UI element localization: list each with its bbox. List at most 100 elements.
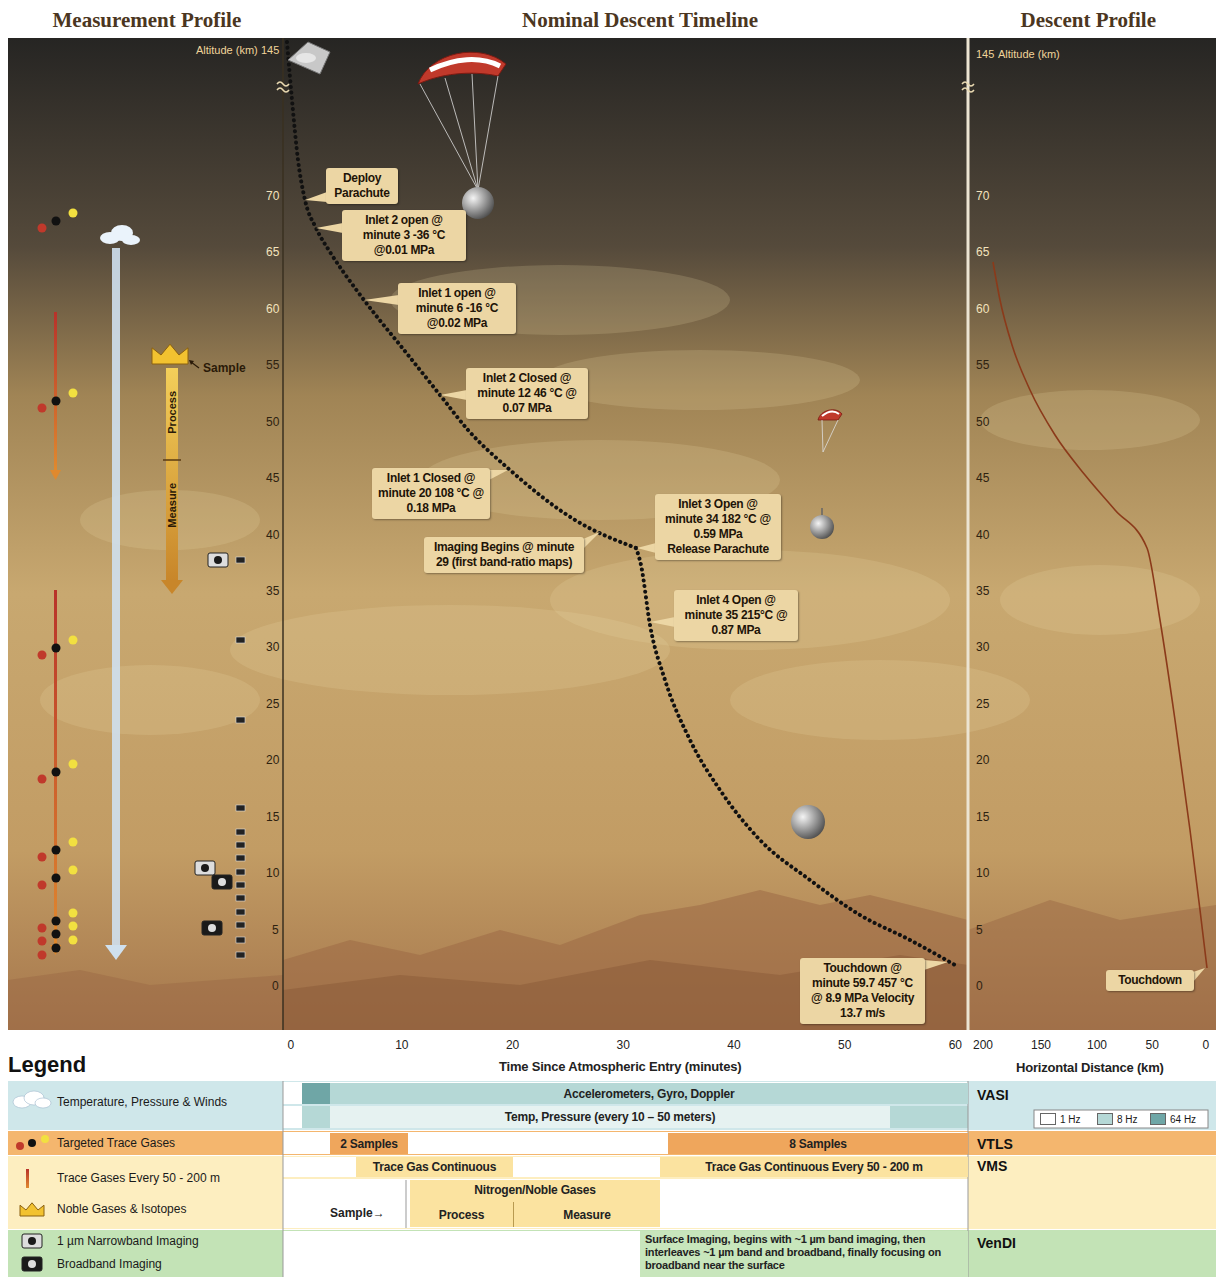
trace-gas-dot: [52, 846, 61, 855]
broadband-camera-icon: [22, 1257, 42, 1271]
axis-label: 0: [288, 1039, 295, 1053]
legend-entry: 1 µm Narrowband Imaging: [57, 1234, 199, 1248]
timeline-bar: 2 Samples: [330, 1133, 408, 1154]
cloud-band: [40, 665, 260, 735]
axis-label: 40: [727, 1039, 740, 1053]
axis-label: 50: [838, 1039, 851, 1053]
timeline-row: [283, 1082, 968, 1104]
parachute-line: [472, 74, 478, 190]
trace-gas-dot: [38, 224, 47, 233]
timeline-bar: Temp, Pressure (every 10 – 50 meters): [330, 1106, 890, 1128]
axis-label: 55: [266, 359, 279, 373]
timeline-row: [283, 1132, 968, 1154]
broadband-camera-icon-lens: [28, 1260, 36, 1268]
trace-gas-dot: [52, 930, 61, 939]
axis-label: 0: [1203, 1039, 1210, 1053]
probe-antenna: [821, 508, 823, 516]
axis-label: VenDI: [977, 1235, 1016, 1251]
parachute-stripe: [822, 412, 839, 416]
axis-label: 50: [1146, 1039, 1159, 1053]
legend-entry: Noble Gases & Isotopes: [57, 1202, 186, 1216]
rate-segment: [302, 1106, 330, 1128]
axis-label: Altitude (km): [998, 48, 1060, 61]
event-callout: Inlet 4 Open @ minute 35 215°C @ 0.87 MP…: [674, 590, 798, 641]
legend-text: Targeted Trace Gases: [57, 1136, 175, 1150]
trace-gas-bar-icon: [26, 1169, 29, 1188]
event-callout: Touchdown: [1106, 970, 1194, 991]
event-callout: Inlet 1 open @ minute 6 -16 °C @0.02 MPa: [398, 283, 516, 334]
timeline-bar: Accelerometers, Gyro, Doppler: [330, 1083, 968, 1104]
trace-gas-dot: [69, 636, 78, 645]
trace-gas-dot: [38, 881, 47, 890]
callout-text: Inlet 2 Closed @ minute 12 46 °C @ 0.07 …: [471, 371, 583, 416]
axis-label: 35: [266, 585, 279, 599]
image-frame: [236, 909, 245, 915]
wind-arrow-head: [105, 945, 127, 960]
legend-text: 1 µm Narrowband Imaging: [57, 1234, 199, 1248]
axis-label: 30: [266, 641, 279, 655]
horizontal-drift-curve: [993, 262, 1207, 968]
cloud-icon: [35, 1098, 51, 1108]
mountain-ridge: [283, 890, 968, 1030]
axis-label: 10: [395, 1039, 408, 1053]
axis-break: [962, 82, 974, 92]
axis-label: 50: [266, 416, 279, 430]
trace-gas-dot: [69, 838, 78, 847]
bar-text: Trace Gas Continuous Every 50 - 200 m: [705, 1160, 922, 1174]
image-frame: [236, 842, 245, 848]
panel-title: Descent Profile: [1021, 8, 1156, 32]
callout-pointer: [1193, 968, 1205, 982]
trace-gas-dot: [38, 853, 47, 862]
axis-label: 30: [617, 1039, 630, 1053]
axis-label: 65: [976, 246, 989, 260]
timeline-bar: Measure: [513, 1202, 660, 1227]
axis-label: VASI: [977, 1087, 1009, 1103]
trace-gas-dot: [69, 389, 78, 398]
trace-gas-dot: [69, 760, 78, 769]
rate-legend-box: [1034, 1110, 1208, 1128]
trace-gas-dot: [52, 397, 61, 406]
legend-entry: Broadband Imaging: [57, 1257, 162, 1271]
axis-label: 30: [976, 641, 989, 655]
parachute-line: [478, 76, 498, 190]
timeline-bar: Process: [410, 1202, 513, 1227]
axis-label: 15: [266, 811, 279, 825]
legend-entry: 8 Hz: [1097, 1113, 1138, 1125]
camera-icon: [22, 1234, 42, 1248]
legend-entry: Trace Gases Every 50 - 200 m: [57, 1171, 220, 1185]
mountain-ridge: [8, 970, 283, 1030]
camera-icon: [208, 553, 228, 567]
legend-text: 1 Hz: [1060, 1114, 1081, 1125]
axis-label: 150: [1031, 1039, 1051, 1053]
descent-trajectory: [287, 42, 636, 548]
callout-pointer: [364, 295, 399, 305]
image-frame: [236, 557, 245, 563]
process-arrow-head: [161, 580, 183, 594]
legend-swatch: [1150, 1113, 1166, 1125]
rate-segment: [890, 1106, 968, 1128]
axis-label: 145: [976, 48, 994, 61]
trace-gas-dot: [52, 768, 61, 777]
trace-gas-dot: [52, 217, 61, 226]
bar-text: Nitrogen/Noble Gases: [474, 1183, 595, 1197]
axis-label: Process: [166, 390, 179, 433]
axis-label: 45: [976, 472, 989, 486]
camera-icon-lens: [28, 1237, 36, 1245]
axis-label: 5: [272, 924, 279, 938]
descent-trajectory: [636, 548, 955, 965]
axis-label: 20: [976, 754, 989, 768]
event-callout: Inlet 3 Open @ minute 34 182 °C @ 0.59 M…: [655, 494, 781, 560]
cloud-icon: [122, 235, 140, 245]
callout-text: Inlet 1 open @ minute 6 -16 °C @0.02 MPa: [403, 286, 511, 331]
trace-gas-dot: [38, 951, 47, 960]
parachute-line: [420, 84, 478, 190]
callout-text: Touchdown @ minute 59.7 457 °C @ 8.9 MPa…: [805, 961, 920, 1021]
noble-gas-crown: [152, 344, 188, 364]
axis-label: 15: [976, 811, 989, 825]
axis-label: 40: [266, 529, 279, 543]
axis-label: VTLS: [977, 1136, 1013, 1152]
callout-text: Inlet 3 Open @ minute 34 182 °C @ 0.59 M…: [660, 497, 776, 542]
leader-arrow-head: [189, 360, 194, 365]
image-frame: [236, 869, 245, 875]
image-frame: [236, 952, 245, 958]
